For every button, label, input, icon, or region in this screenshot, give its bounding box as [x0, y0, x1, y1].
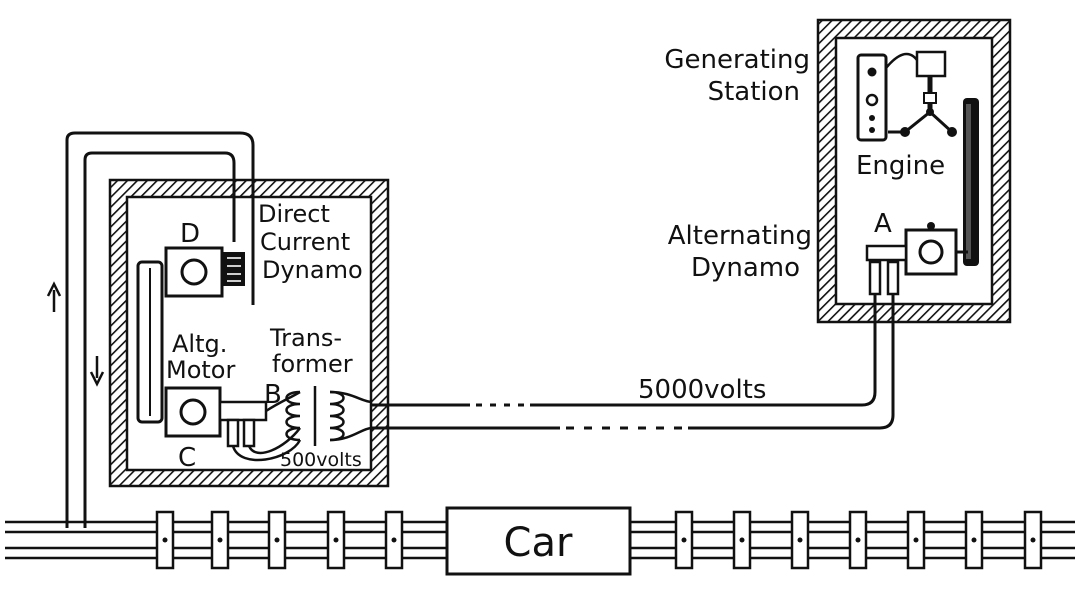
transformer-label-line1: Trans- [269, 324, 342, 352]
alternating-dynamo-label: Alternating Dynamo [668, 221, 812, 283]
railway-ties [155, 510, 1043, 570]
direct-current-dynamo-label-line3: Dynamo [262, 256, 363, 284]
high-voltage-label: 5000volts [638, 375, 766, 405]
alternating-dynamo-label-line2: Dynamo [691, 253, 800, 283]
direct-current-dynamo-label-line2: Current [260, 228, 350, 256]
railway-tie-bolt [391, 537, 397, 543]
alternating-dynamo-label-line1: Alternating [668, 221, 812, 251]
letter-d-label: D [180, 219, 200, 249]
engine-label: Engine [856, 151, 945, 181]
current-up-arrow-icon [46, 281, 62, 312]
letter-c-label: C [178, 443, 196, 473]
transmission-lines [372, 294, 895, 430]
railway-tie-bolt [971, 537, 977, 543]
alternating-motor [164, 386, 268, 448]
altg-motor-label: Altg. Motor [166, 330, 235, 384]
generating-station-building [816, 18, 1012, 324]
generating-station-label-line1: Generating [664, 45, 810, 75]
direct-current-dynamo-label: Direct Current Dynamo [258, 200, 363, 284]
railway-tie-bolt [217, 537, 223, 543]
railway-tie-bolt [274, 537, 280, 543]
railway-tie-bolt [162, 537, 168, 543]
railway-tie-bolt [797, 537, 803, 543]
current-down-arrow-icon [89, 356, 105, 387]
transformer-label-line2: former [272, 350, 353, 378]
car-body [445, 506, 632, 576]
car-label: Car [504, 520, 573, 566]
generating-station-label: Generating Station [664, 45, 810, 107]
railway-tie-bolt [913, 537, 919, 543]
railway-tie-bolt [1030, 537, 1036, 543]
direct-current-dynamo [164, 246, 245, 298]
altg-motor-label-line1: Altg. [172, 330, 227, 358]
transformer [231, 386, 373, 462]
railway-tie-bolt [333, 537, 339, 543]
letter-a-label: A [874, 209, 892, 239]
feeder-loop [65, 131, 255, 528]
transformer-label: Trans- former [269, 324, 353, 378]
railway-tie-bolt [855, 537, 861, 543]
belt-drive [136, 260, 164, 424]
railway-tie-bolt [681, 537, 687, 543]
altg-motor-label-line2: Motor [166, 356, 235, 384]
substation-building [108, 178, 390, 488]
generating-station-label-line2: Station [708, 77, 800, 107]
low-voltage-label: 500volts [280, 449, 362, 471]
direct-current-dynamo-label-line1: Direct [258, 200, 330, 228]
railway-tie-bolt [739, 537, 745, 543]
letter-b-label: B [264, 380, 282, 410]
